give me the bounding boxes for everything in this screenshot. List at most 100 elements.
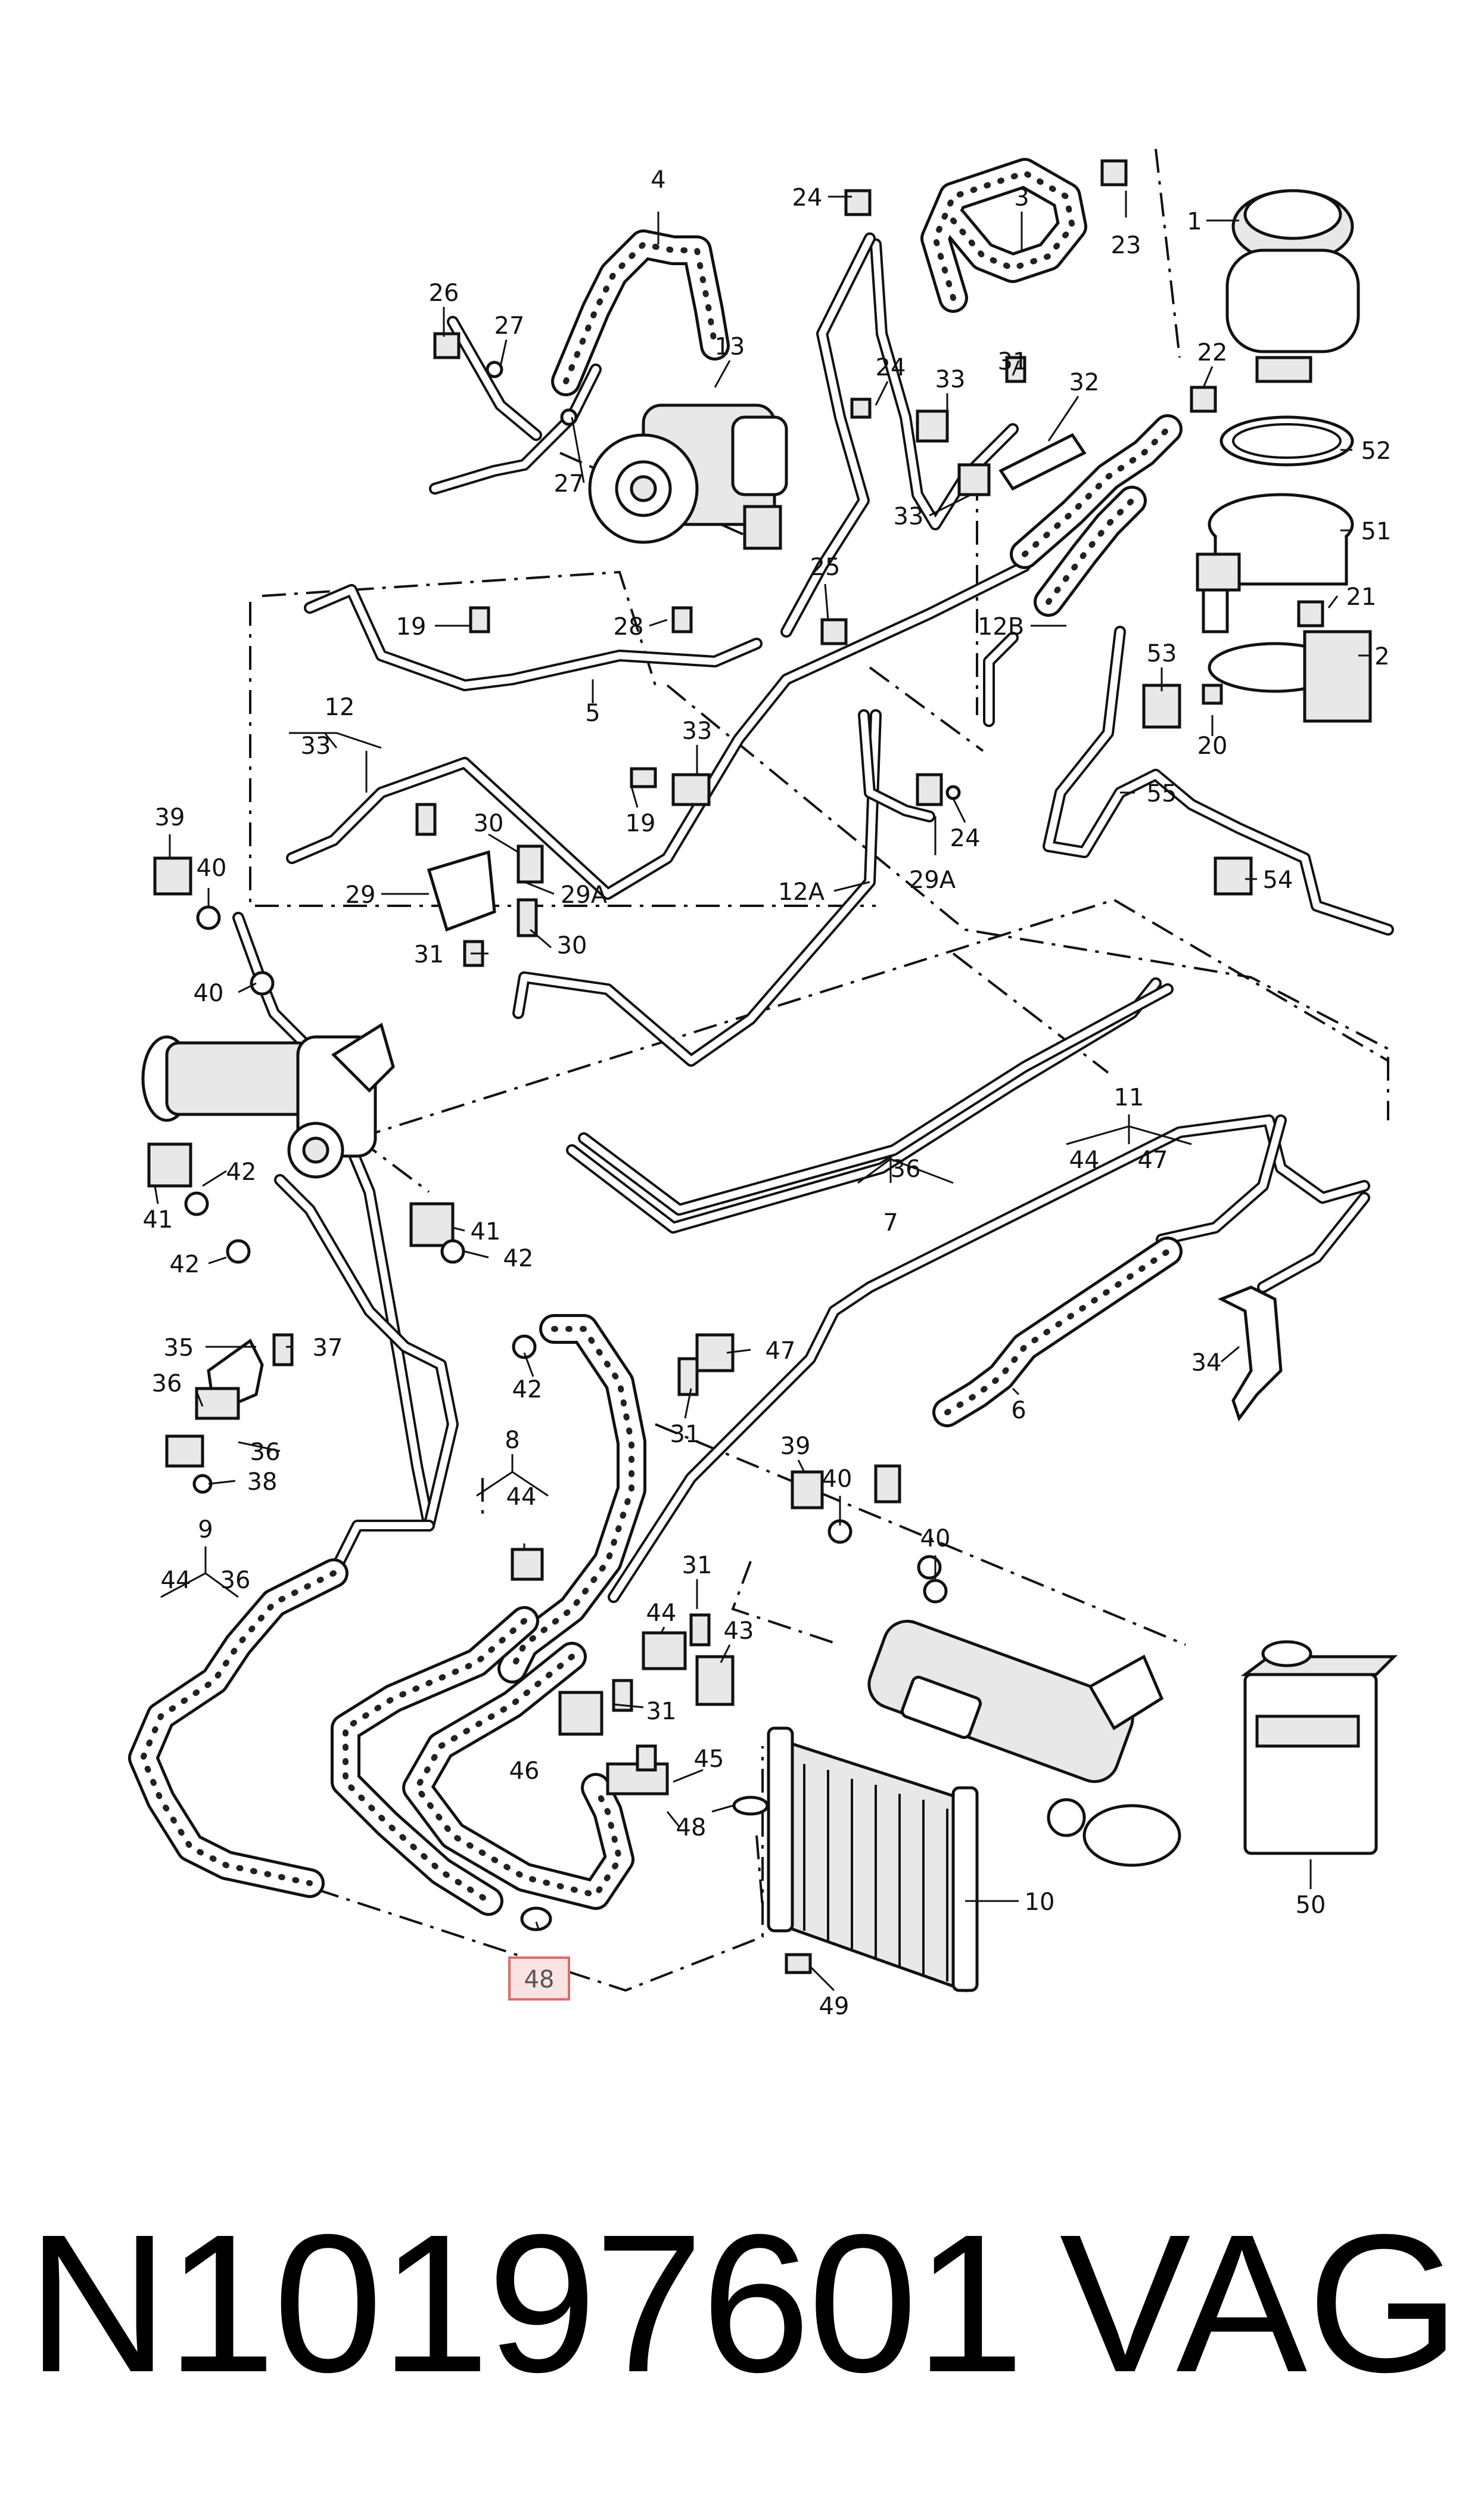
callout-40[interactable]: 40 (197, 855, 227, 882)
callout-35[interactable]: 35 (164, 1334, 194, 1362)
callout-36[interactable]: 36 (152, 1370, 182, 1397)
callout-3[interactable]: 3 (1014, 184, 1029, 212)
callout-51[interactable]: 51 (1361, 518, 1392, 545)
callout-24[interactable]: 24 (876, 354, 906, 381)
callout-53[interactable]: 53 (1147, 640, 1177, 667)
callout-5[interactable]: 5 (585, 700, 600, 727)
callout-31[interactable]: 31 (998, 348, 1028, 375)
callout-44[interactable]: 44 (646, 1599, 677, 1627)
callout-33[interactable]: 33 (894, 503, 924, 530)
callout-9[interactable]: 9 (198, 1516, 213, 1543)
steering-pump (588, 403, 788, 550)
callout-40[interactable]: 40 (194, 980, 224, 1007)
callout-42[interactable]: 42 (503, 1245, 534, 1272)
callout-2[interactable]: 2 (1374, 643, 1389, 670)
callout-54[interactable]: 54 (1263, 866, 1293, 894)
callout-22[interactable]: 22 (1197, 339, 1228, 366)
callout-33[interactable]: 33 (301, 732, 331, 760)
callout-29a[interactable]: 29A (909, 866, 956, 894)
callout-10[interactable]: 10 (1025, 1889, 1055, 1916)
callout-29a[interactable]: 29A (561, 881, 608, 909)
callout-29[interactable]: 29 (346, 881, 376, 909)
callout-23[interactable]: 23 (1111, 232, 1141, 259)
callout-19[interactable]: 19 (396, 613, 427, 641)
callout-7[interactable]: 7 (883, 1209, 898, 1237)
callout-45[interactable]: 45 (694, 1745, 724, 1773)
callout-44[interactable]: 44 (1069, 1147, 1100, 1174)
callout-30[interactable]: 30 (474, 810, 504, 837)
bracket-32 (998, 433, 1087, 491)
callout-33-b[interactable]: 33 (682, 718, 713, 745)
callout-8[interactable]: 8 (505, 1427, 519, 1454)
callout-47[interactable]: 47 (1138, 1147, 1168, 1174)
bracket-34 (1217, 1285, 1283, 1422)
callout-31[interactable]: 31 (670, 1421, 701, 1448)
callout-12[interactable]: 12 (325, 694, 355, 721)
assembly-outlines (249, 148, 1389, 1992)
flexible-hoses (128, 158, 1183, 1916)
callout-13[interactable]: 13 (715, 333, 745, 361)
callout-32[interactable]: 32 (1069, 369, 1100, 396)
callout-39[interactable]: 39 (780, 1433, 811, 1460)
callout-43[interactable]: 43 (724, 1617, 754, 1645)
callout-27[interactable]: 27 (554, 470, 584, 498)
callout-41[interactable]: 41 (471, 1218, 501, 1245)
callout-41[interactable]: 41 (143, 1206, 173, 1234)
callout-20[interactable]: 20 (1197, 732, 1228, 760)
callout-33[interactable]: 33 (935, 366, 966, 393)
callout-31[interactable]: 31 (682, 1552, 713, 1579)
callout-44[interactable]: 44 (161, 1567, 191, 1594)
callout-4[interactable]: 4 (651, 166, 665, 194)
callout-52[interactable]: 52 (1361, 437, 1392, 465)
callout-40[interactable]: 40 (822, 1465, 853, 1493)
callout-40[interactable]: 40 (920, 1525, 951, 1552)
highlighted-callout-48[interactable]: 48 (508, 1956, 570, 2001)
callout-25[interactable]: 25 (810, 554, 841, 581)
callout-48[interactable]: 48 (676, 1814, 707, 1841)
callout-42[interactable]: 42 (226, 1158, 257, 1186)
reservoir-bracket (1196, 493, 1354, 633)
callout-12a[interactable]: 12A (778, 878, 825, 906)
steering-rack-left (141, 1023, 395, 1179)
callout-31[interactable]: 31 (646, 1698, 677, 1725)
hydraulic-pipes (232, 232, 1394, 1603)
callout-49[interactable]: 49 (819, 1993, 850, 2020)
steering-rack-right (867, 1620, 1181, 1867)
fluid-container (1240, 1640, 1398, 1855)
callout-44[interactable]: 44 (506, 1483, 537, 1511)
callout-36[interactable]: 36 (250, 1439, 281, 1466)
callout-30[interactable]: 30 (557, 932, 587, 959)
callout-1[interactable]: 1 (1187, 208, 1202, 235)
callout-31[interactable]: 31 (414, 941, 444, 968)
callout-12b[interactable]: 12B (978, 613, 1024, 641)
clip-29 (427, 850, 496, 932)
components (141, 159, 1398, 1993)
part-number: N10197601 (27, 2193, 1025, 2413)
callout-42[interactable]: 42 (170, 1251, 200, 1278)
callout-34[interactable]: 34 (1191, 1349, 1222, 1377)
callout-21[interactable]: 21 (1346, 583, 1377, 611)
callout-24[interactable]: 24 (792, 184, 823, 212)
callout-6[interactable]: 6 (1011, 1397, 1026, 1424)
svg-text:48: 48 (524, 1966, 555, 1993)
callout-26[interactable]: 26 (429, 279, 459, 307)
callout-27[interactable]: 27 (494, 312, 525, 340)
callout-42[interactable]: 42 (512, 1376, 543, 1403)
callout-55[interactable]: 55 (1147, 780, 1177, 807)
callout-47[interactable]: 47 (766, 1337, 796, 1365)
callout-36[interactable]: 36 (220, 1567, 251, 1594)
mounting-bracket (1208, 630, 1372, 723)
callout-37[interactable]: 37 (313, 1334, 343, 1362)
callout-19[interactable]: 19 (626, 810, 656, 837)
callout-24[interactable]: 24 (950, 825, 981, 852)
callout-38[interactable]: 38 (247, 1468, 278, 1496)
parts-diagram: 4 24 3 23 1 26 27 13 24 33 31 32 22 52 2… (128, 148, 1398, 2020)
callout-labels: 4 24 3 23 1 26 27 13 24 33 31 32 22 52 2… (143, 166, 1392, 2020)
callout-39[interactable]: 39 (155, 804, 185, 831)
callout-50[interactable]: 50 (1296, 1891, 1326, 1919)
callout-36[interactable]: 36 (891, 1156, 921, 1183)
reservoir (1225, 189, 1360, 383)
callout-11[interactable]: 11 (1114, 1084, 1144, 1111)
callout-28[interactable]: 28 (614, 613, 644, 641)
callout-46[interactable]: 46 (509, 1757, 540, 1785)
